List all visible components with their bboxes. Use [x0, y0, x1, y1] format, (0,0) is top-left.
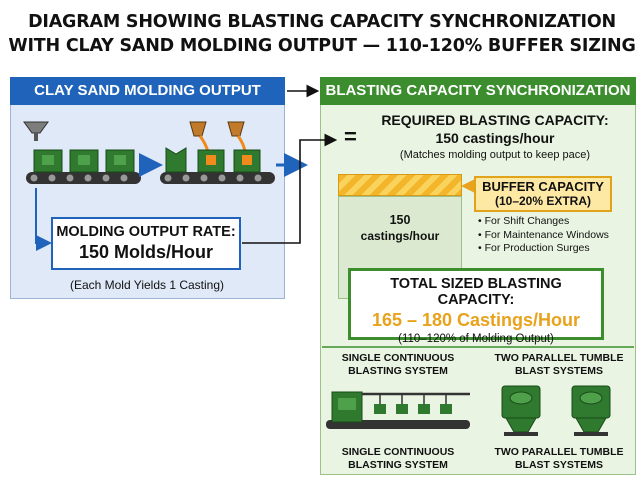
total-capacity-label: TOTAL SIZED BLASTING CAPACITY: [390, 276, 562, 308]
buffer-capacity-title: BUFFER CAPACITY [482, 179, 604, 194]
tumble-blaster-icon [571, 385, 611, 436]
single-system-label-bottom: SINGLE CONTINUOUS BLASTING SYSTEM [324, 446, 472, 472]
single-system-label-top: SINGLE CONTINUOUS BLASTING SYSTEM [324, 352, 472, 378]
buffer-reason-item: • For Production Surges [478, 242, 590, 254]
single-system-label-line: BLASTING SYSTEM [348, 459, 448, 471]
single-system-label-line: BLASTING SYSTEM [348, 365, 448, 377]
parallel-system-label-top: TWO PARALLEL TUMBLE BLAST SYSTEMS [484, 352, 634, 378]
molding-rate-box: MOLDING OUTPUT RATE: 150 Molds/Hour [51, 217, 241, 270]
parallel-system-label-bottom: TWO PARALLEL TUMBLE BLAST SYSTEMS [484, 446, 634, 472]
buffer-capacity-range: (10–20% EXTRA) [494, 194, 592, 208]
buffer-reason-item: • For Maintenance Windows [478, 228, 609, 241]
buffer-reason-item: • For Shift Changes [478, 215, 570, 227]
sand-mold-icon [69, 149, 99, 173]
parallel-system-label-line: BLAST SYSTEMS [514, 365, 604, 377]
sand-mold-icon [105, 149, 135, 173]
buffer-capacity-box: BUFFER CAPACITY (10–20% EXTRA) [474, 176, 612, 212]
ladle-icon [227, 121, 247, 153]
blasting-capacity-header: BLASTING CAPACITY SYNCHRONIZATION [320, 77, 636, 105]
title-line-2: WITH CLAY SAND MOLDING OUTPUT — 110-120%… [8, 36, 636, 56]
rate-flow-arrow [35, 188, 52, 251]
poured-mold-icon [165, 147, 187, 173]
sand-mold-icon [33, 149, 63, 173]
sand-hopper-icon [23, 121, 49, 141]
required-capacity-value: 150 castings/hour [435, 130, 555, 146]
poured-mold-icon [233, 149, 261, 173]
total-capacity-note: (110–120% of Molding Output) [398, 333, 554, 345]
tumble-blaster-icon [501, 385, 541, 436]
molding-rate-value: 150 Molds/Hour [78, 242, 214, 262]
poured-mold-icon [197, 149, 225, 173]
buffer-stripe [338, 174, 462, 196]
single-system-label-line: SINGLE CONTINUOUS [341, 352, 455, 364]
parallel-system-label-line: TWO PARALLEL TUMBLE [494, 352, 624, 364]
molding-rate-label: MOLDING OUTPUT RATE: [56, 224, 236, 240]
single-system-label-line: SINGLE CONTINUOUS [341, 446, 455, 458]
buffer-reasons-list: • For Shift Changes • For Maintenance Wi… [478, 215, 609, 256]
molding-note: (Each Mold Yields 1 Casting) [69, 278, 225, 292]
molding-output-header: CLAY SAND MOLDING OUTPUT [10, 77, 285, 105]
required-capacity-block: REQUIRED BLASTING CAPACITY: 150 castings… [360, 112, 630, 161]
equals-sign: = [344, 124, 357, 149]
title-line-1: DIAGRAM SHOWING BLASTING CAPACITY SYNCHR… [28, 12, 616, 32]
rate-to-blasting-arrow [242, 133, 338, 244]
base-capacity-value: 150 [389, 213, 411, 227]
total-capacity-value: 165 – 180 Castings/Hour [371, 310, 581, 330]
required-capacity-label: REQUIRED BLASTING CAPACITY: [381, 112, 609, 128]
parallel-system-label-line: TWO PARALLEL TUMBLE [494, 446, 624, 458]
diagram-title: DIAGRAM SHOWING BLASTING CAPACITY SYNCHR… [0, 10, 644, 58]
molding-conveyor-right [160, 172, 275, 184]
parallel-system-label-line: BLAST SYSTEMS [514, 459, 604, 471]
base-capacity-unit: castings/hour [360, 229, 440, 243]
ladle-icon [189, 121, 210, 153]
molding-conveyor-left [26, 172, 141, 184]
continuous-blaster-icon [326, 391, 470, 429]
required-capacity-note: (Matches molding output to keep pace) [399, 149, 591, 161]
total-capacity-box: TOTAL SIZED BLASTING CAPACITY: 165 – 180… [348, 268, 604, 345]
